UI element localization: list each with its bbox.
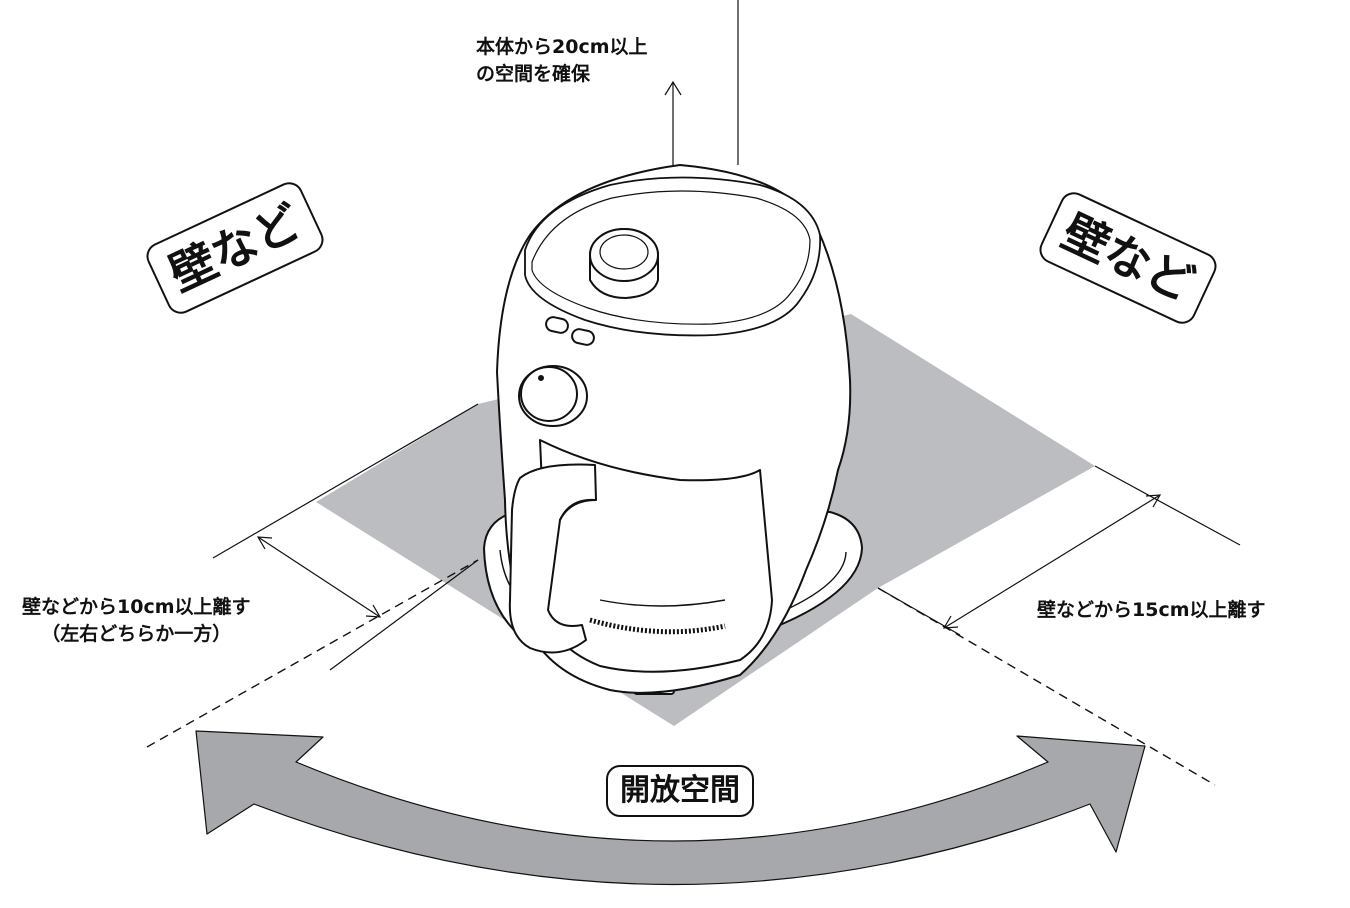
right-clearance-label: 壁などから15cm以上離す [1037,597,1266,624]
top-dimension-arrowhead-a [664,80,682,96]
basket-grille [589,617,726,635]
left-clearance-label: 壁などから10cm以上離す （左右どちらか一方） [22,594,251,648]
right-clearance-text: 壁などから15cm以上離す [1037,599,1266,621]
top-clearance-label: 本体から20cm以上 の空間を確保 [476,34,648,88]
top-clearance-line2: の空間を確保 [476,63,591,85]
left-dimension-arrowhead-a [256,536,273,550]
left-extension-line-inner [329,559,479,671]
top-lid [524,176,822,337]
right-dimension-arrow [943,494,1161,629]
front-dial [520,366,578,422]
open-space-tag: 開放空間 [606,765,754,817]
open-space-text: 開放空間 [620,773,740,808]
left-extension-line-outer [212,403,479,559]
air-fryer [483,164,863,695]
left-dimension-arrowhead-b [365,604,382,618]
button-right [571,328,595,346]
left-clearance-line1: 壁などから10cm以上離す [22,596,251,618]
top-clearance-line1: 本体から20cm以上 [476,36,648,58]
right-dimension-arrowhead-a [1145,494,1162,508]
right-dimension-arrowhead-b [942,615,959,629]
button-left [545,316,569,334]
left-clearance-line2: （左右どちらか一方） [41,623,232,645]
top-knob [589,228,659,282]
basket-handle [508,463,597,654]
open-space-arrow [195,730,1146,886]
dashed-edge-left [146,559,479,748]
left-dimension-arrow [257,536,381,618]
basket-frame [539,439,773,673]
right-extension-line-outer [1094,465,1241,546]
